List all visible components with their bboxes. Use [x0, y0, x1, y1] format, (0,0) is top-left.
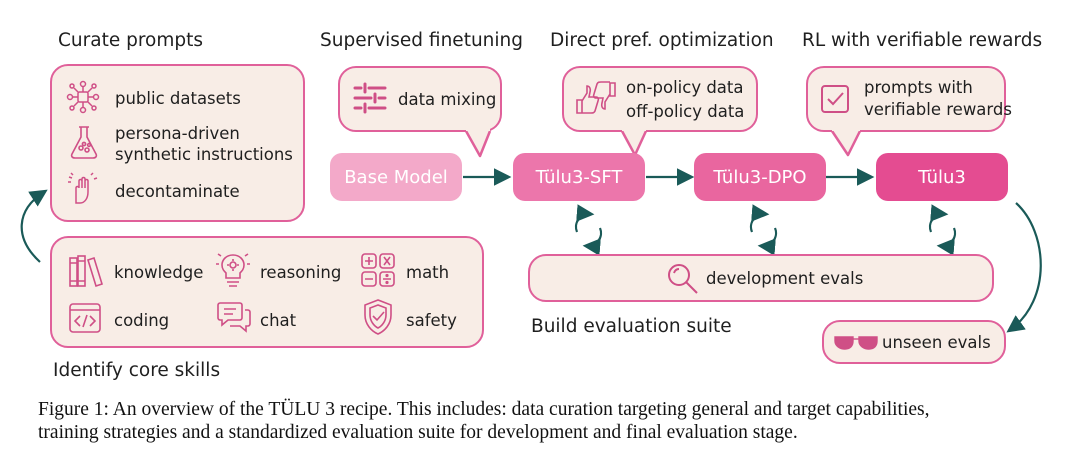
arrow-skills-to-curate [20, 189, 48, 263]
lightbulb-gear-icon [216, 253, 250, 287]
skill-knowledge: knowledge [114, 263, 204, 282]
data-mixing-label: data mixing [398, 90, 497, 109]
decontaminate-label: decontaminate [115, 182, 240, 201]
development-evals-label: development evals [706, 269, 864, 288]
chat-bubbles-icon [217, 302, 251, 333]
unseen-evals-label: unseen evals [882, 333, 991, 352]
cleaning-hand-icon [68, 172, 98, 204]
dpo-bubble-tail [620, 130, 648, 157]
cycle-arrow-dpo [749, 204, 778, 256]
off-policy-label: off-policy data [626, 102, 745, 121]
curate-prompts-heading: Curate prompts [58, 30, 204, 51]
cycle-arrow-final [928, 204, 957, 256]
sunglasses-icon [834, 336, 878, 350]
persona-label-line1: persona-driven [115, 124, 240, 143]
persona-label-line2: synthetic instructions [115, 145, 293, 164]
flask-icon [70, 126, 98, 159]
stage-tulu3-dpo: Tülu3-DPO [694, 153, 826, 201]
stage-tulu3-sft: Tülu3-SFT [513, 153, 645, 201]
cycle-arrow-sft [574, 204, 603, 256]
thumbs-up-down-icon [576, 81, 616, 114]
prompts-with-label: prompts with [864, 78, 973, 97]
verifiable-rewards-label: verifiable rewards [864, 100, 1012, 119]
network-icon [66, 80, 100, 114]
curate-prompts-panel: public datasets persona-driven synthetic… [50, 64, 305, 222]
caption-line-1: Figure 1: An overview of the TÜLU 3 reci… [38, 399, 930, 420]
development-evals-bar: development evals [528, 254, 994, 302]
rl-prompts-bubble: prompts with verifiable rewards [806, 66, 1012, 132]
sft-data-mixing-bubble: data mixing [338, 66, 502, 132]
skill-math: math [406, 263, 450, 282]
on-policy-label: on-policy data [626, 78, 744, 97]
caption-line-2: training strategies and a standardized e… [38, 422, 798, 443]
magnifier-icon [668, 264, 698, 294]
skill-coding: coding [114, 311, 170, 330]
build-eval-suite-heading: Build evaluation suite [531, 316, 732, 337]
identify-core-skills-heading: Identify core skills [53, 360, 221, 381]
checkbox-icon [821, 85, 849, 113]
stage-tulu3-final: Tülu3 [876, 153, 1008, 201]
figure-caption: Figure 1: An overview of the TÜLU 3 reci… [38, 398, 1048, 444]
public-datasets-label: public datasets [115, 89, 241, 108]
sliders-icon [353, 82, 387, 114]
skill-chat: chat [260, 311, 297, 330]
sft-bubble-tail [464, 130, 492, 158]
sft-heading: Supervised finetuning [320, 30, 524, 51]
code-window-icon [69, 303, 101, 333]
rl-heading: RL with verifiable rewards [802, 30, 1043, 51]
dpo-heading: Direct pref. optimization [550, 30, 774, 51]
unseen-evals-box: unseen evals [822, 320, 1006, 364]
skill-reasoning: reasoning [260, 263, 342, 282]
stage-base-model: Base Model [330, 153, 462, 201]
math-operators-icon [361, 253, 395, 287]
skill-safety: safety [406, 311, 457, 330]
rl-bubble-tail [830, 130, 862, 157]
arrow-final-to-unseen [1006, 202, 1042, 333]
books-icon [69, 255, 103, 288]
core-skills-panel: knowledge reasoning math coding [50, 236, 484, 348]
shield-check-icon [364, 299, 392, 335]
dpo-data-bubble: on-policy data off-policy data [562, 66, 758, 132]
